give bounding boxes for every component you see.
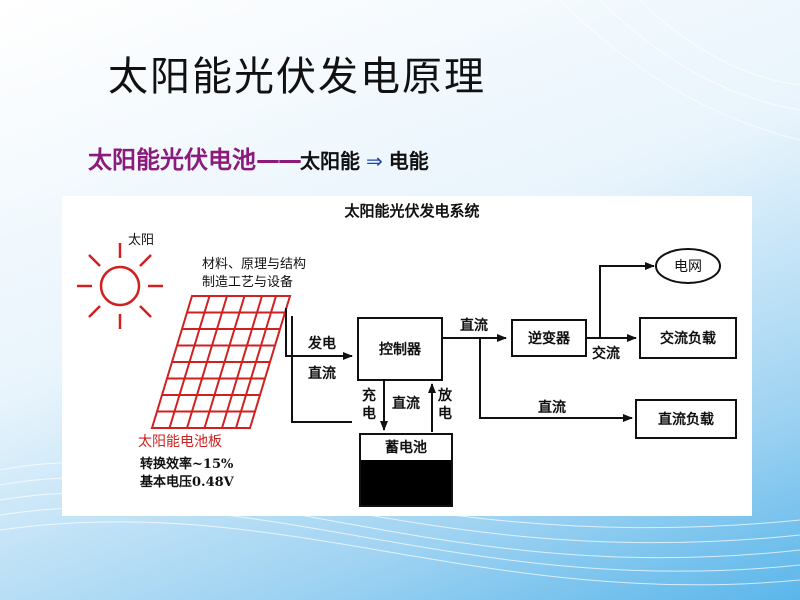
- dc-load-label: 直流负载: [658, 411, 714, 428]
- ac-label: 交流: [592, 345, 620, 362]
- out-dc-bottom-label: 直流: [538, 399, 566, 416]
- subtitle-main: 太阳能光伏电池: [88, 146, 256, 174]
- dc-label: 直流: [308, 365, 336, 382]
- panel-note-1: 材料、原理与结构: [202, 257, 306, 272]
- slide-title: 太阳能光伏发电原理: [108, 54, 486, 100]
- subtitle-dash: ——: [256, 146, 302, 174]
- inverter-to-grid-arrow: [599, 262, 655, 338]
- out-dc-top-label: 直流: [460, 317, 488, 334]
- ac-load-label: 交流负载: [660, 330, 716, 347]
- inverter-label: 逆变器: [528, 330, 571, 347]
- controller-to-dc-load-arrow: [479, 338, 633, 422]
- sun-label: 太阳: [128, 233, 154, 248]
- ac-load-box: [639, 317, 737, 359]
- diagram-title: 太阳能光伏发电系统: [344, 202, 479, 220]
- double-arrow-icon: ⇒: [366, 149, 383, 173]
- subtitle-from: 太阳能: [300, 149, 360, 173]
- voltage-text: 基本电压0.48V: [139, 474, 235, 490]
- battery-dc-label: 直流: [392, 395, 420, 412]
- panel-output-wires: [285, 308, 353, 423]
- panel-label: 太阳能电池板: [138, 434, 222, 450]
- charge-label-1: 充: [362, 387, 376, 404]
- discharge-label-2: 电: [438, 405, 452, 422]
- discharge-label-1: 放: [437, 387, 453, 404]
- inverter-box: [511, 319, 587, 357]
- grid-node: [655, 248, 721, 284]
- gen-label: 发电: [307, 335, 336, 352]
- system-diagram: 太阳能光伏发电系统 太阳 材料、原理与结构 制造工艺与设备: [77, 202, 737, 507]
- grid-label: 电网: [674, 259, 702, 275]
- sun-icon: [77, 243, 163, 329]
- diagram-panel: 太阳能光伏发电系统 太阳 材料、原理与结构 制造工艺与设备: [62, 196, 752, 516]
- controller-box: [357, 317, 443, 381]
- controller-label: 控制器: [379, 341, 422, 358]
- subtitle-to: 电能: [388, 149, 429, 173]
- battery-label: 蓄电池: [385, 439, 427, 456]
- battery-fill: [361, 460, 451, 505]
- efficiency-text: 转换效率~15%: [140, 456, 234, 472]
- solar-panel-icon: [150, 295, 292, 429]
- slide-subtitle: 太阳能光伏电池——太阳能⇒电能: [88, 140, 429, 175]
- charge-label-2: 电: [362, 405, 376, 422]
- dc-load-box: [635, 399, 737, 439]
- panel-note-2: 制造工艺与设备: [202, 274, 293, 290]
